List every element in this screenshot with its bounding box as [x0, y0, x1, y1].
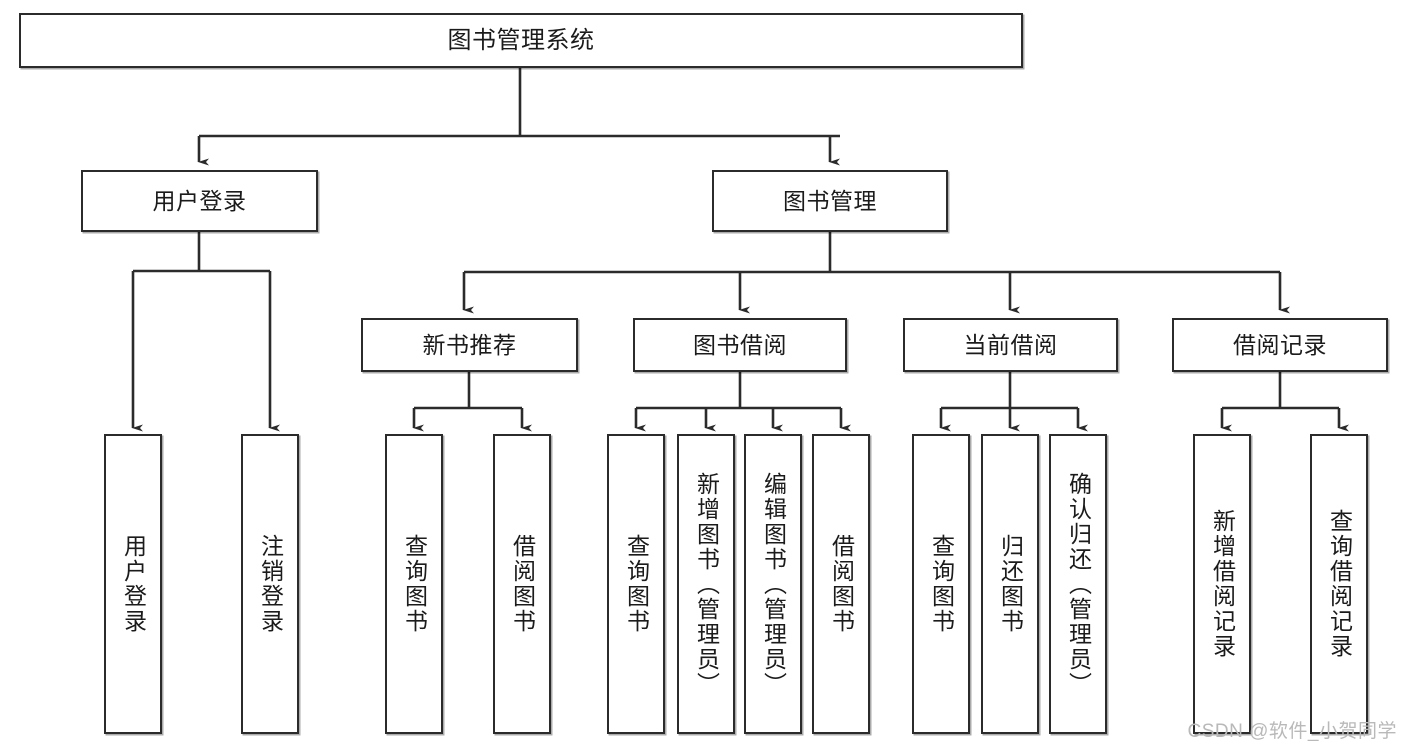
node-book-borrow[interactable]: 图书借阅 — [633, 318, 847, 372]
node-root-book-management-system[interactable]: 图书管理系统 — [19, 13, 1023, 68]
node-leaf-query-book-1[interactable]: 查询图书 — [385, 434, 443, 734]
node-label: 编辑图书（管理员） — [760, 471, 787, 697]
node-label: 查询借阅记录 — [1326, 509, 1353, 659]
node-label: 查询图书 — [623, 534, 650, 634]
node-leaf-edit-book[interactable]: 编辑图书（管理员） — [744, 434, 802, 734]
node-label: 用户登录 — [120, 534, 147, 634]
node-label: 查询图书 — [401, 534, 428, 634]
node-current-borrow[interactable]: 当前借阅 — [903, 318, 1118, 372]
node-label: 新书推荐 — [422, 331, 517, 358]
node-label: 注销登录 — [257, 534, 284, 634]
node-label: 图书管理系统 — [447, 26, 595, 54]
node-leaf-borrow-book-1[interactable]: 借阅图书 — [493, 434, 551, 734]
node-label: 新增借阅记录 — [1209, 509, 1236, 659]
node-label: 当前借阅 — [963, 331, 1058, 358]
node-label: 新增图书（管理员） — [693, 471, 720, 697]
node-leaf-query-book-3[interactable]: 查询图书 — [912, 434, 970, 734]
node-leaf-return-book[interactable]: 归还图书 — [981, 434, 1039, 734]
node-leaf-add-book[interactable]: 新增图书（管理员） — [677, 434, 735, 734]
node-label: 用户登录 — [152, 187, 247, 214]
node-leaf-query-book-2[interactable]: 查询图书 — [607, 434, 665, 734]
node-leaf-borrow-book-2[interactable]: 借阅图书 — [812, 434, 870, 734]
node-label: 借阅图书 — [828, 534, 855, 634]
node-leaf-user-logout[interactable]: 注销登录 — [241, 434, 299, 734]
node-label: 查询图书 — [928, 534, 955, 634]
node-leaf-confirm-return[interactable]: 确认归还（管理员） — [1049, 434, 1107, 734]
node-label: 图书管理 — [783, 187, 877, 214]
node-label: 借阅图书 — [509, 534, 536, 634]
node-label: 图书借阅 — [693, 331, 787, 358]
node-leaf-user-login[interactable]: 用户登录 — [104, 434, 162, 734]
csdn-watermark: CSDN @软件_小贺同学 — [1187, 721, 1397, 742]
node-book-management[interactable]: 图书管理 — [712, 170, 948, 232]
node-new-book-recommend[interactable]: 新书推荐 — [361, 318, 578, 372]
node-label: 归还图书 — [997, 534, 1024, 634]
node-leaf-query-record[interactable]: 查询借阅记录 — [1310, 434, 1368, 734]
node-leaf-add-record[interactable]: 新增借阅记录 — [1193, 434, 1251, 734]
node-label: 确认归还（管理员） — [1065, 471, 1092, 697]
node-label: 借阅记录 — [1233, 331, 1327, 358]
node-borrow-record[interactable]: 借阅记录 — [1172, 318, 1388, 372]
node-user-login[interactable]: 用户登录 — [81, 170, 318, 232]
